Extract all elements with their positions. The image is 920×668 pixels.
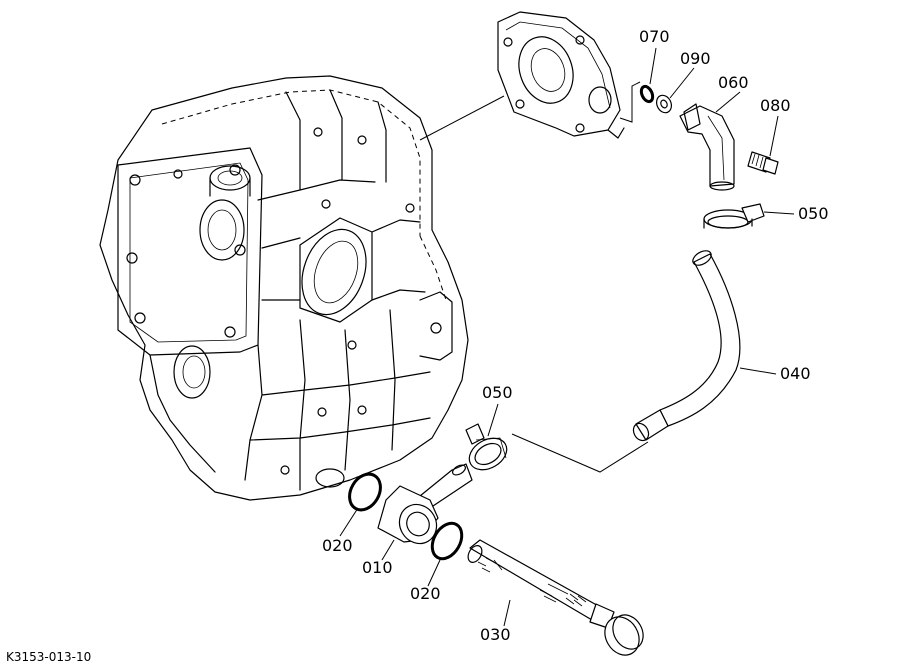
o-ring-070 — [639, 84, 655, 104]
transmission-case — [99, 75, 469, 501]
hose-clamp-050-lower — [465, 423, 508, 471]
callout-020-left: 020 — [322, 536, 353, 555]
callout-050-upper: 050 — [798, 204, 829, 223]
bolt-080 — [747, 151, 779, 175]
filter-body-010 — [377, 463, 473, 545]
hose-clamp-050-upper — [703, 203, 765, 229]
hose-040 — [632, 250, 741, 442]
callout-020-right: 020 — [410, 584, 441, 603]
valve-housing — [419, 11, 641, 141]
callout-040: 040 — [780, 364, 811, 383]
callout-010: 010 — [362, 558, 393, 577]
o-ring-020-left — [348, 472, 382, 512]
elbow-pipe-060 — [679, 103, 735, 191]
leader-lines — [339, 47, 795, 627]
figure-code: K3153-013-10 — [6, 650, 92, 664]
gasket-090 — [656, 94, 672, 114]
strainer-030 — [467, 539, 644, 656]
callout-060: 060 — [718, 73, 749, 92]
o-ring-020-right — [430, 521, 464, 561]
callout-050-lower: 050 — [482, 383, 513, 402]
callout-080: 080 — [760, 96, 791, 115]
routing-line — [511, 433, 649, 473]
callout-070: 070 — [639, 27, 670, 46]
callout-090: 090 — [680, 49, 711, 68]
callout-030: 030 — [480, 625, 511, 644]
